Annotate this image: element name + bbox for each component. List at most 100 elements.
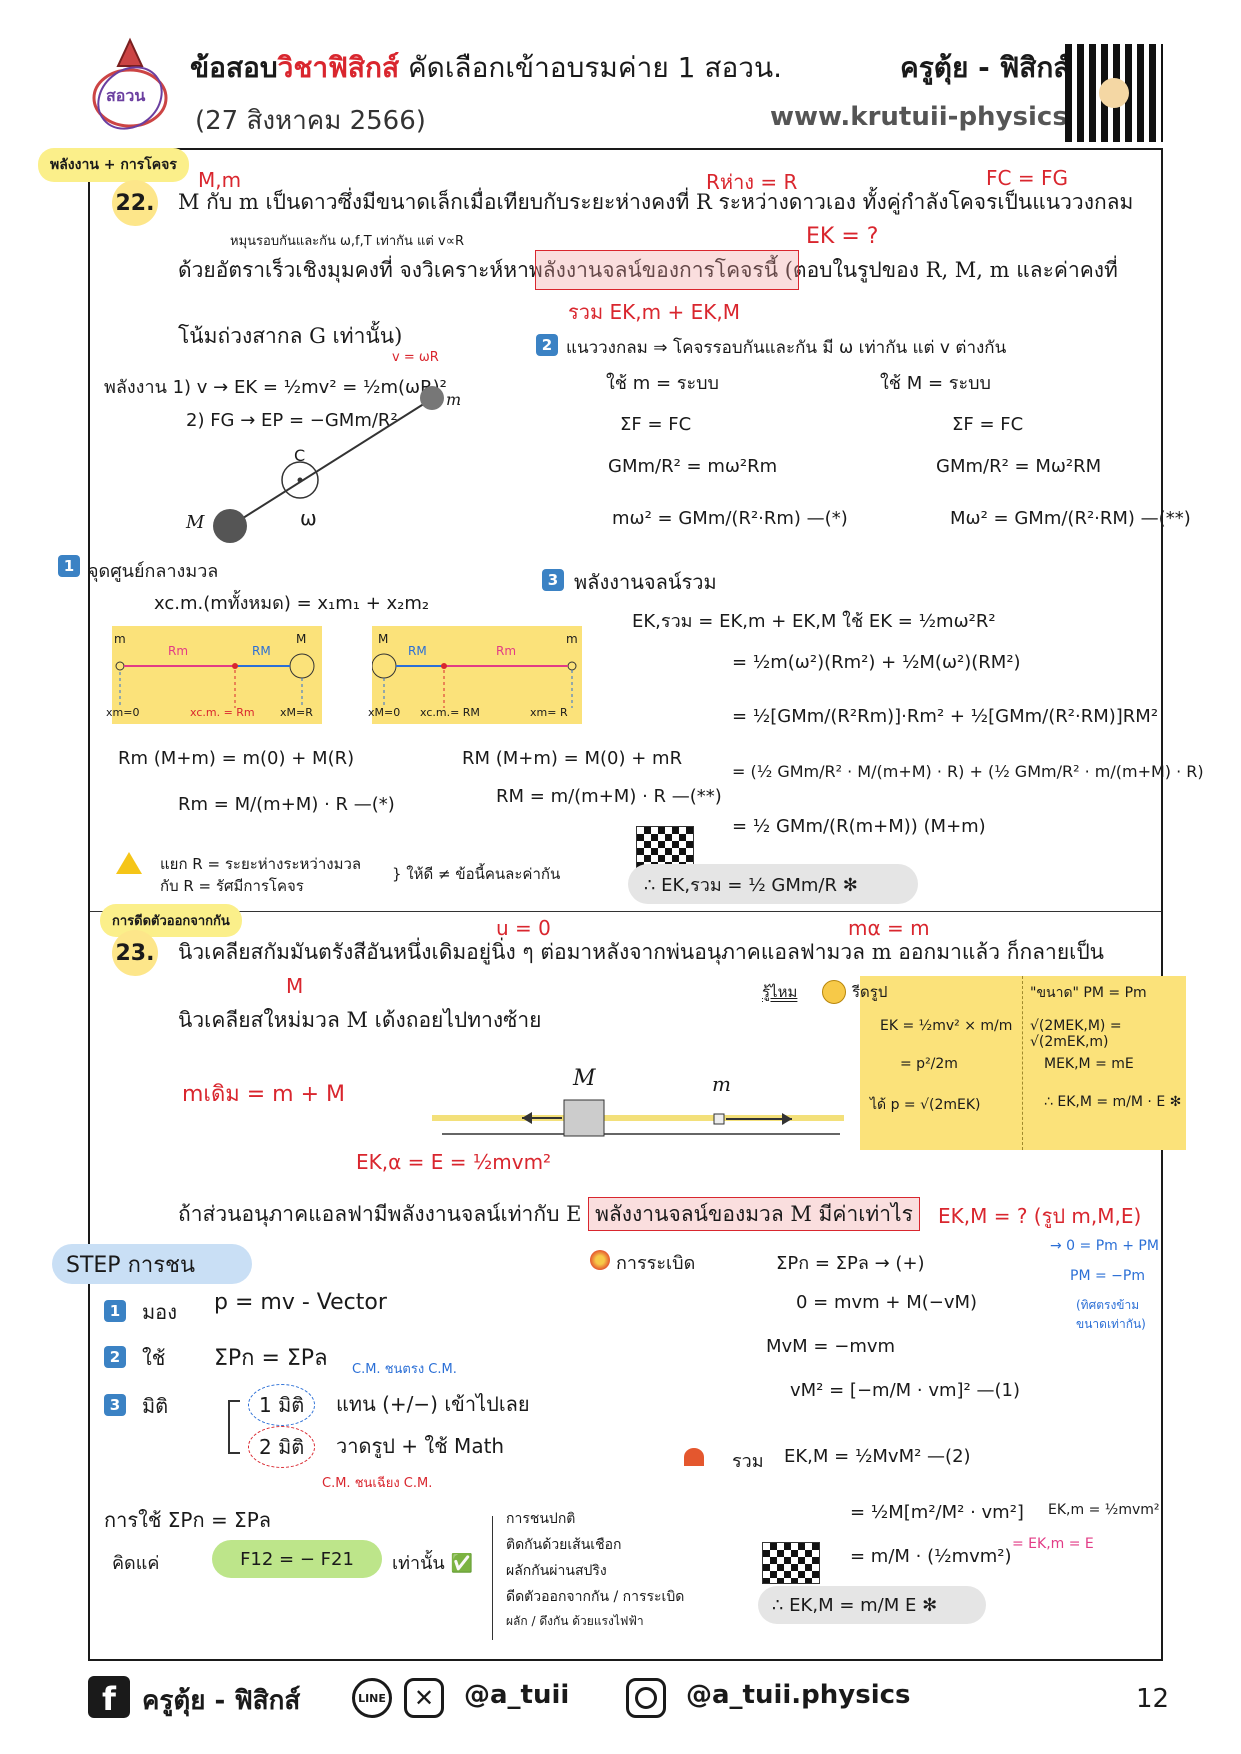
sum-label: รวม — [732, 1451, 764, 1472]
st3-bracket — [228, 1400, 240, 1454]
box1-M: M — [296, 632, 307, 646]
footer-handle-1[interactable]: @a_tuii — [464, 1680, 570, 1710]
list-item: การชนปกติ — [506, 1511, 576, 1527]
use-only2: เท่านั้น ✅ — [392, 1553, 473, 1574]
box1-xR: xM=R — [280, 706, 313, 719]
line-icon-text: LINE — [358, 1691, 386, 1705]
ex-line4: vM² = [−m/M · vm]² —(1) — [790, 1380, 1020, 1401]
collision-list: การชนปกติ ติดกันด้วยเส้นเชือก ผลักกันผ่า… — [506, 1508, 684, 1638]
footer-fb-name[interactable]: ครูตุ้ย - ฟิสิกส์ — [142, 1686, 301, 1716]
box2-xcm: xc.m.= RM — [420, 706, 480, 719]
tip-note: "ขนาด" PM = Pm √(2MEK,M) = √(2mEK,m) MEK… — [860, 976, 1186, 1150]
recoil-label-M: M — [573, 1066, 596, 1091]
recoil-figure: M m — [432, 1060, 844, 1160]
c1-line3: mω² = GMm/(R²·Rm) —(*) — [612, 508, 848, 529]
s3-line4: = (½ GMm/R² · M/(m+M) · R) + (½ GMm/R² ·… — [732, 762, 1204, 781]
recoil-label-m: m — [712, 1072, 731, 1096]
box1-RM: RM — [252, 644, 271, 658]
teacher-name: ครูตุ้ย - ฟิสิกส์ — [900, 51, 1071, 84]
st3-note: C.M. ชนเฉียง C.M. — [322, 1476, 433, 1491]
warn-line-3: } ให้ดี ≠ ข้อนี้คนละค่ากัน — [392, 865, 561, 883]
cm-box-1: m M Rm RM xm=0 xc.m. = Rm xM=R — [106, 626, 322, 724]
st2-eq: ΣPก = ΣPล — [214, 1346, 328, 1371]
q23-ann-eka: EK,α = E = ½mvm² — [356, 1150, 552, 1174]
instagram-icon[interactable] — [626, 1678, 666, 1718]
q23-line3: ถ้าส่วนอนุภาคแอลฟามีพลังงานจลน์เท่ากับ E… — [178, 1197, 920, 1231]
list-item: ดีดตัวออกจากกัน / การระเบิด — [506, 1589, 685, 1605]
q23-ann-ekM: EK,M = ? (รูป m,M,E) — [938, 1204, 1142, 1228]
fig-label-M: M — [186, 512, 205, 533]
explosion-label: การระเบิด — [616, 1253, 696, 1274]
q23-topic-tag: การดีดตัวออกจากกัน — [100, 904, 242, 937]
q23-line1: นิวเคลียสกัมมันตรังสีอันหนึ่งเดิมอยู่นิ่… — [178, 940, 1104, 964]
st1-badge: 1 — [104, 1300, 126, 1322]
box2-Rm: Rm — [496, 644, 517, 658]
fig-label-c: C — [294, 446, 306, 465]
st1-label: มอง — [142, 1300, 177, 1324]
q22-ann-rhang: Rห่าง = R — [706, 170, 798, 194]
collision-list-bracket — [492, 1516, 501, 1640]
eq-rm-1: Rm (M+m) = m(0) + M(R) — [118, 748, 355, 769]
fig-label-omega: ω — [300, 506, 317, 530]
step1-badge: 1 — [58, 555, 80, 577]
title-subject: วิชาฟิสิกส์ — [277, 51, 400, 84]
st2-badge: 2 — [104, 1346, 126, 1368]
warn-line-2: กับ R = รัศมีการโคจร — [160, 877, 304, 895]
st1-eq: p = mv - Vector — [214, 1290, 387, 1315]
side-note-3: (ทิศตรงข้าม ขนาดเท่ากัน) — [1076, 1298, 1146, 1331]
line-icon[interactable]: LINE — [352, 1678, 392, 1718]
use-force-text: F12 = − F21 — [240, 1548, 354, 1570]
q22-line3: โน้มถ่วงสากล G เท่านั้น) — [178, 324, 403, 348]
q22-answer: ∴ EK,รวม = ½ GMm/R ✻ — [628, 864, 918, 904]
q22-step3-label: พลังงานจลน์รวม — [574, 570, 717, 594]
step2-badge: 2 — [536, 334, 558, 356]
st2-note: C.M. ชนตรง C.M. — [352, 1362, 457, 1377]
c1-line1: ΣF = FC — [620, 414, 692, 435]
q22-ann-rotate: หมุนรอบกันและกัน ω,f,T เท่ากัน แต่ v∝R — [230, 234, 465, 249]
use-force-highlight: F12 = − F21 — [212, 1540, 382, 1578]
s3-line3: = ½[GMm/(R²Rm)]·Rm² + ½[GMm/(R²·RM)]RM² — [732, 706, 1159, 727]
s3-line5: = ½ GMm/(R(m+M)) (M+m) — [732, 816, 986, 837]
tip-r1: √(2MEK,M) = √(2mEK,m) — [1030, 1018, 1122, 1050]
q22-ann-ek: EK = ? — [806, 224, 879, 249]
x-icon[interactable]: ✕ — [404, 1678, 444, 1718]
tip-l3: ได้ p = √(2mEK) — [870, 1097, 981, 1113]
orbit-figure: M m C ω — [182, 360, 472, 546]
eq-rM-2: RM = m/(m+M) · R —(**) — [496, 786, 722, 807]
logo-text: สอวน — [106, 86, 146, 105]
c2-line1: ΣF = FC — [952, 414, 1024, 435]
box1-x0: xm=0 — [106, 706, 140, 719]
sum-line2: = ½M[m²/M² · vm²] — [850, 1502, 1024, 1523]
use-eq: การใช้ ΣPก = ΣPล — [104, 1508, 272, 1532]
q23-ann-u0: u = 0 — [496, 916, 551, 940]
eq-rM-1: RM (M+m) = M(0) + mR — [462, 748, 683, 769]
sum-side: EK,m = ½mvm² — [1048, 1502, 1160, 1518]
list-item: ติดกันด้วยเส้นเชือก — [506, 1537, 622, 1553]
box2-M: M — [378, 632, 389, 646]
finish-flag-icon — [636, 826, 694, 868]
c2-line2: GMm/R² = Mω²RM — [936, 456, 1102, 477]
title-part1: ข้อสอบ — [190, 51, 278, 84]
q22-energy-note-1: พลังงาน 1) v → EK = ½mv² = ½m(ωR)² — [104, 377, 447, 398]
q23-ann-M: M — [286, 974, 304, 998]
qr-code-icon[interactable] — [1065, 44, 1163, 142]
facebook-icon[interactable]: f — [88, 1676, 130, 1718]
box2-x0: xM=0 — [368, 706, 401, 719]
chick-icon — [822, 980, 846, 1004]
footer-handle-2[interactable]: @a_tuii.physics — [686, 1680, 911, 1710]
exam-date: (27 สิงหาคม 2566) — [195, 106, 426, 136]
st3-a-text: แทน (+/−) เข้าไปเลย — [336, 1392, 530, 1416]
warn-line-1: แยก R = ระยะห่างระหว่างมวล — [160, 855, 362, 873]
c2-line3: Mω² = GMm/(R²·RM) —(**) — [950, 508, 1191, 529]
ex-line1: ΣPก = ΣPล → (+) — [776, 1253, 925, 1274]
logo: สอวน — [88, 36, 172, 136]
content-frame — [88, 148, 1163, 1661]
q22-topic-tag: พลังงาน + การโคจร — [38, 148, 189, 182]
st3-b-text: วาดรูป + ใช้ Math — [336, 1434, 505, 1458]
q22-ann-sum: รวม EK,m + EK,M — [568, 300, 740, 324]
step-title-text: STEP การชน — [66, 1252, 196, 1278]
q23-number: 23. — [112, 930, 158, 976]
s3-line1: EK,รวม = EK,m + EK,M ใช้ EK = ½mω²R² — [632, 611, 996, 632]
q22-step2-use-M: ใช้ M = ระบบ — [880, 373, 991, 394]
tip-r0: "ขนาด" PM = Pm — [1030, 985, 1147, 1001]
